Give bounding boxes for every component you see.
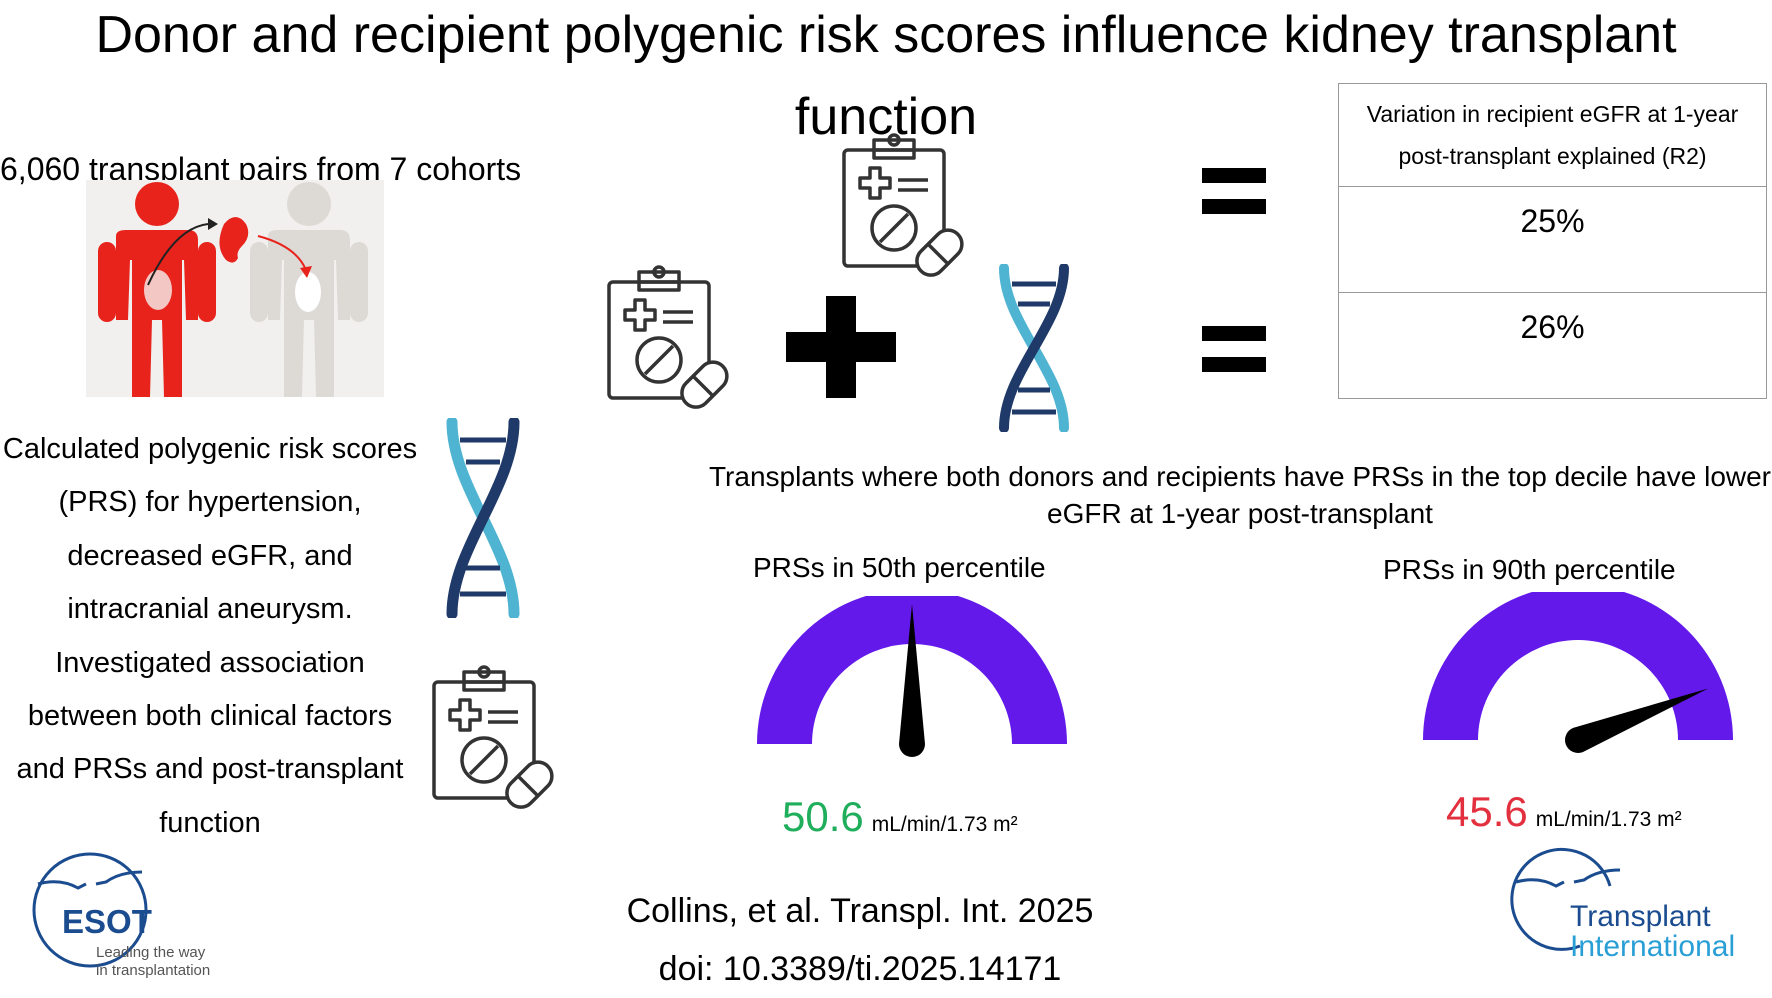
esot-tagline-2: in transplantation xyxy=(96,962,210,979)
recipient-kidney-icon xyxy=(295,272,321,312)
donor-kidney-socket-icon xyxy=(144,270,172,310)
journal-logo-line2: International xyxy=(1570,930,1736,963)
clipboard-pill-icon xyxy=(432,665,554,809)
recipient-figure-icon xyxy=(250,182,368,397)
equals-icon xyxy=(1202,326,1266,372)
finding-text: Transplants where both donors and recipi… xyxy=(708,461,1772,529)
esot-tagline-line2: in transplantation xyxy=(96,962,211,979)
esot-logo xyxy=(32,852,148,968)
readout-50th: 50.6 mL/min/1.73 m² xyxy=(782,793,1018,841)
journal-logo xyxy=(1510,847,1621,951)
clipboard-pill-icon xyxy=(607,265,729,409)
r2-table-header: Variation in recipient eGFR at 1-year po… xyxy=(1338,83,1767,187)
plus-icon xyxy=(786,296,896,398)
egfr-value-50th: 50.6 xyxy=(782,793,864,840)
esot-tagline: Leading the way xyxy=(96,944,205,961)
egfr-value-90th: 45.6 xyxy=(1446,788,1528,835)
clipboard-pill-icon xyxy=(842,133,964,277)
egfr-unit-90th: mL/min/1.73 m² xyxy=(1535,808,1682,831)
page-title: Donor and recipient polygenic risk score… xyxy=(95,6,1677,146)
citation-doi: doi: 10.3389/ti.2025.14171 xyxy=(658,950,1062,988)
gauge-label-50th: PRSs in 50th percentile xyxy=(753,552,1046,583)
gauge-50th-icon xyxy=(757,596,1067,757)
arrow-icon xyxy=(257,235,307,271)
r2-clinical-prs-value: 26% xyxy=(1338,292,1767,399)
dna-icon xyxy=(999,264,1069,432)
egfr-unit-50th: mL/min/1.73 m² xyxy=(871,813,1018,836)
r2-table: Variation in recipient eGFR at 1-year po… xyxy=(1338,83,1767,399)
citation: Collins, et al. Transpl. Int. 2025 doi: … xyxy=(560,882,1160,998)
esot-logo-name: ESOT xyxy=(62,903,152,940)
equals-icon xyxy=(1202,168,1266,214)
citation-line1: Collins, et al. Transpl. Int. 2025 xyxy=(626,892,1094,930)
gauge-90th-icon xyxy=(1423,592,1733,753)
gauge-label-90th: PRSs in 90th percentile xyxy=(1383,554,1676,585)
kidney-transplant-illustration xyxy=(86,180,384,397)
r2-clinical-value: 25% xyxy=(1338,186,1767,293)
donor-figure-icon xyxy=(98,182,216,397)
dna-icon xyxy=(446,418,520,618)
esot-tagline-line1: Leading the way xyxy=(96,944,206,961)
description-text: Calculated polygenic risk scores (PRS) f… xyxy=(2,433,418,839)
readout-90th: 45.6 mL/min/1.73 m² xyxy=(1446,788,1682,836)
kidney-icon xyxy=(219,217,249,263)
arrow-icon xyxy=(147,223,209,286)
journal-logo-line1: Transplant xyxy=(1570,900,1711,933)
